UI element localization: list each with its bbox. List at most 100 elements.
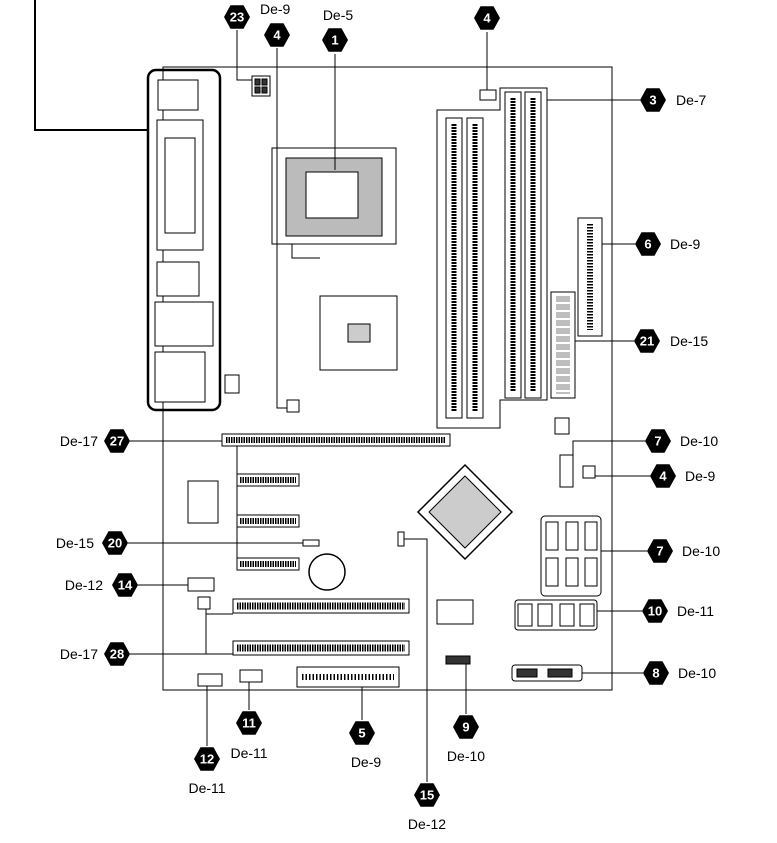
- jumper-15: [397, 531, 405, 547]
- callout-number: 7: [656, 544, 663, 559]
- callout-number: 15: [420, 788, 434, 803]
- callout-number: 4: [483, 11, 491, 26]
- callout-c21: 21 De-15: [634, 329, 708, 353]
- io-ports: [154, 79, 240, 403]
- callout-page-ref: De-12: [408, 816, 446, 832]
- callout-page-ref: De-11: [188, 780, 225, 796]
- fan-header: [582, 465, 596, 479]
- callout-page-ref: De-15: [670, 333, 708, 349]
- callout-page-ref: De-11: [230, 745, 267, 761]
- callout-page-ref: De-10: [447, 748, 485, 764]
- callout-number: 10: [648, 604, 662, 619]
- callout-number: 1: [331, 33, 338, 48]
- callout-number: 12: [200, 752, 214, 767]
- callout-number: 28: [110, 647, 124, 662]
- callout-c4b: 4: [474, 6, 500, 30]
- callout-c1: 1 De-5: [322, 7, 353, 52]
- pcie-x16-slot: [221, 433, 451, 447]
- pci-slots: [232, 598, 410, 656]
- callout-page-ref: De-5: [323, 7, 354, 23]
- callout-number: 11: [242, 716, 256, 731]
- sata-connectors: [540, 454, 602, 597]
- callout-number: 4: [273, 28, 281, 43]
- callout-badge-hexagon: [635, 232, 661, 256]
- callout-badge-hexagon: [453, 715, 479, 739]
- callout-badge-hexagon: [224, 5, 250, 29]
- callout-badge-hexagon: [414, 783, 440, 807]
- callout-page-ref: De-11: [677, 603, 714, 619]
- callout-c8: 8 De-10: [643, 661, 716, 685]
- front-panel-headers: [511, 664, 583, 682]
- ide-connector: [577, 217, 603, 337]
- callout-page-ref: De-9: [260, 1, 291, 17]
- jumper-20: [302, 539, 320, 547]
- callout-number: 5: [358, 726, 365, 741]
- header-9: [445, 655, 471, 665]
- callout-number: 27: [110, 434, 124, 449]
- floppy-connector: [296, 666, 400, 688]
- pcie-x1-slots: [236, 446, 300, 571]
- cpu-socket: [271, 147, 397, 259]
- callout-badge-hexagon: [102, 531, 128, 555]
- callout-number: 6: [644, 237, 651, 252]
- callout-page-ref: De-9: [351, 754, 382, 770]
- small-chip: [554, 417, 570, 435]
- callout-c10: 10 De-11: [642, 599, 714, 623]
- callout-badge-hexagon: [643, 661, 669, 685]
- callout-badge-hexagon: [264, 23, 290, 47]
- callout-badge-hexagon: [322, 28, 348, 52]
- dimm-outline: [436, 87, 548, 429]
- io-lead-line: [34, 0, 148, 131]
- northbridge-chip: [319, 295, 398, 371]
- southbridge-chip: [416, 463, 514, 561]
- callout-badge-hexagon: [112, 573, 138, 597]
- callout-page-ref: De-17: [60, 646, 98, 662]
- callout-c4a: 4: [264, 23, 290, 47]
- fan-header-14: [187, 577, 215, 592]
- callout-page-ref: De-7: [676, 92, 707, 108]
- callout-number: 14: [118, 578, 133, 593]
- callout-badge-hexagon: [642, 599, 668, 623]
- io-panel-outline: [146, 68, 222, 412]
- chip2: [436, 599, 474, 625]
- callout-page-ref: De-10: [678, 665, 716, 681]
- callout-number: 4: [659, 469, 667, 484]
- callout-page-ref: De-15: [56, 535, 94, 551]
- chip3: [197, 596, 211, 610]
- callout-number: 20: [108, 536, 122, 551]
- callout-badge-hexagon: [104, 642, 130, 666]
- callout-badge-hexagon: [647, 539, 673, 563]
- callout-number: 21: [640, 334, 654, 349]
- callout-page-ref: De-12: [65, 577, 103, 593]
- callout-badge-hexagon: [640, 88, 666, 112]
- usb-headers: [514, 599, 598, 631]
- callout-c5: 5De-9: [349, 721, 381, 770]
- callout-badge-hexagon: [194, 747, 220, 771]
- header-12: [197, 673, 223, 687]
- callout-number: 8: [652, 666, 659, 681]
- callout-c4c: 4 De-9: [650, 464, 716, 488]
- header-11: [239, 669, 263, 683]
- chip: [187, 480, 219, 524]
- atx-12v-connector: [251, 75, 271, 97]
- callout-badge-hexagon: [474, 6, 500, 30]
- callout-c28: 28 De-17: [60, 642, 130, 666]
- cpu-fan-header: [479, 89, 497, 101]
- callout-badge-hexagon: [349, 721, 375, 745]
- callout-c20: 20 De-15: [56, 531, 128, 555]
- callout-page-ref: De-10: [680, 433, 718, 449]
- sys-fan-header: [286, 399, 300, 413]
- callout-page-ref: De-10: [682, 543, 720, 559]
- callout-badge-hexagon: [650, 464, 676, 488]
- callout-page-ref: De-9: [685, 468, 716, 484]
- cmos-battery: [308, 553, 346, 591]
